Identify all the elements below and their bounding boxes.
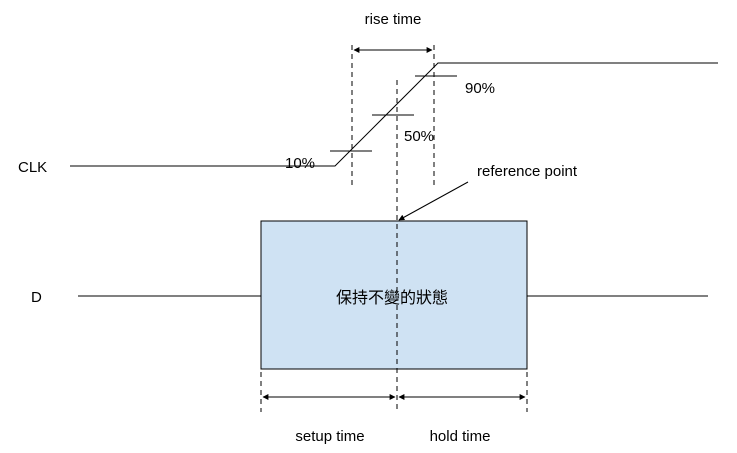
d-label: D [31, 289, 42, 306]
pct-50-label: 50% [404, 128, 434, 145]
reference-point-label: reference point [477, 163, 578, 180]
setup-time-label: setup time [295, 428, 364, 445]
reference-point-pointer [398, 181, 469, 221]
stable-state-text: 保持不變的狀態 [336, 288, 448, 307]
pct-90-label: 90% [465, 80, 495, 97]
hold-time-label: hold time [430, 428, 491, 445]
stable-state-box [260, 220, 528, 370]
rise-time-label: rise time [365, 11, 422, 28]
clk-label: CLK [18, 159, 47, 176]
pct-10-label: 10% [285, 155, 315, 172]
